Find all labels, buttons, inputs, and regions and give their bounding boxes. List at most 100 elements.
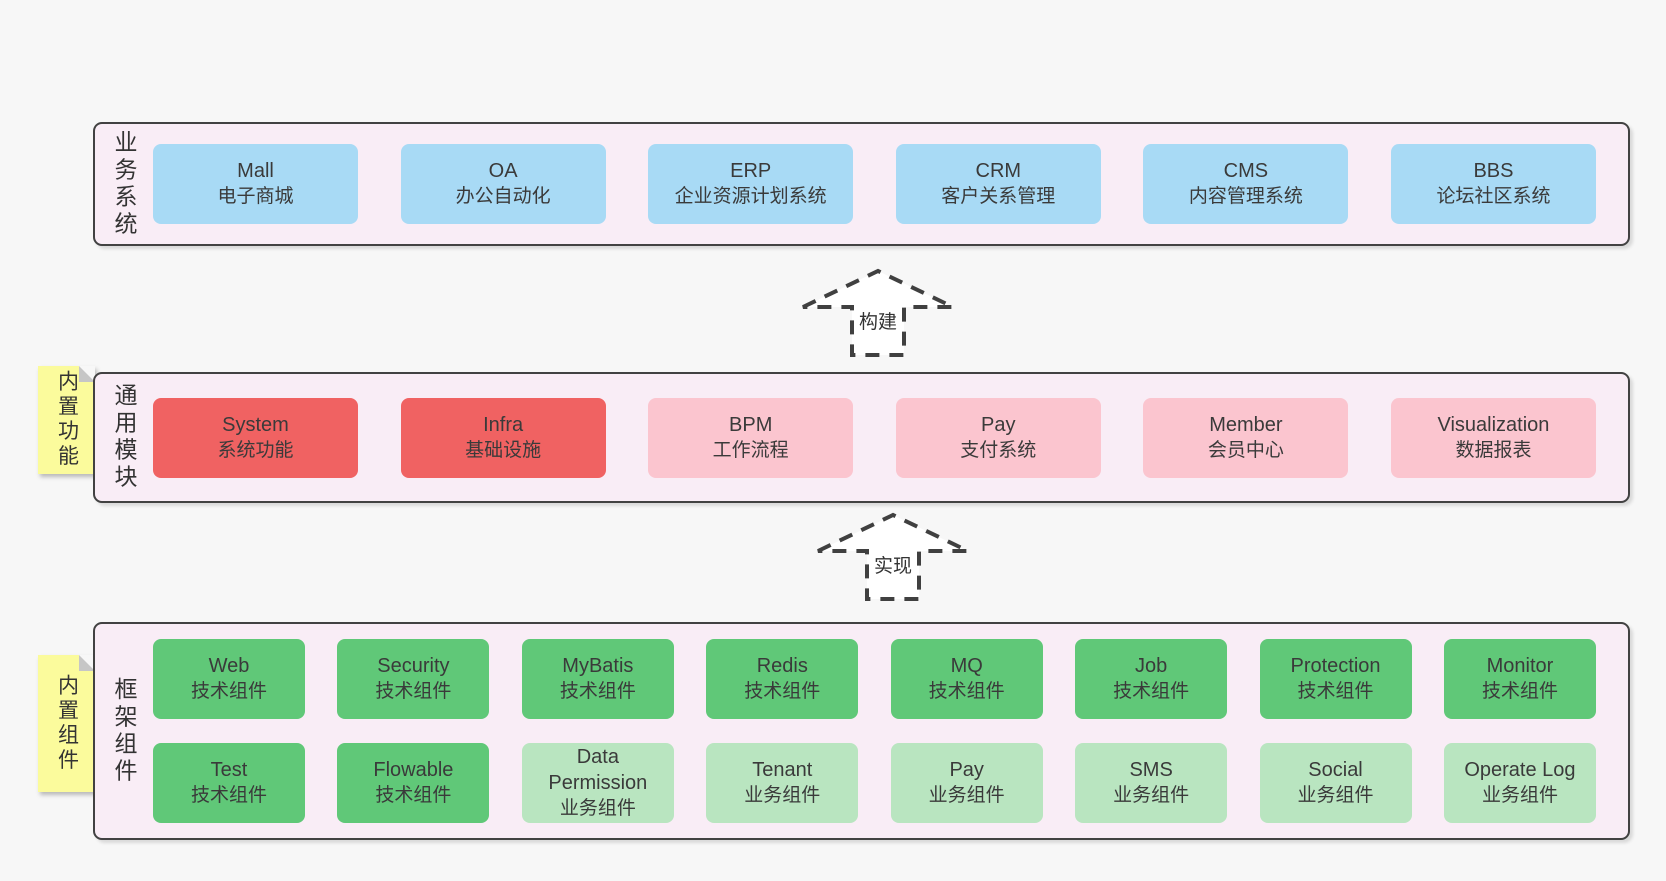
box-subtitle: 论坛社区系统 (1436, 186, 1551, 208)
box-subtitle: 电子商城 (217, 186, 294, 208)
box-subtitle: 技术组件 (744, 681, 821, 703)
note-folded-corner-icon (79, 366, 95, 382)
panel-label-text: 业务系统 (111, 129, 137, 239)
implement-arrow-icon: 实现 (813, 511, 973, 603)
framework-row-1: Web 技术组件 Security 技术组件 MyBatis 技术组件 Redi… (153, 639, 1596, 719)
box-subtitle: 技术组件 (1113, 681, 1190, 703)
box-subtitle: 业务组件 (1297, 785, 1374, 807)
box-subtitle: 数据报表 (1455, 439, 1532, 461)
build-arrow-label: 构建 (858, 312, 898, 333)
box-subtitle: 业务组件 (928, 785, 1005, 807)
box-subtitle: 技术组件 (375, 785, 452, 807)
box-subtitle: 会员中心 (1207, 439, 1284, 461)
box-title: SMS (1129, 759, 1173, 782)
box-title: Monitor (1486, 655, 1554, 678)
box-infra: Infra 基础设施 (400, 397, 606, 478)
box-title: Tenant (752, 759, 813, 782)
panel-business-systems: 业务系统 Mall 电子商城 OA 办公自动化 ERP 企业资源计划系统 CRM… (93, 122, 1630, 246)
box-subtitle: 业务组件 (1481, 785, 1558, 807)
box-title: BBS (1473, 160, 1514, 183)
box-subtitle: 业务组件 (744, 785, 821, 807)
box-title: Pay (949, 759, 984, 782)
box-sms: SMS 业务组件 (1075, 743, 1228, 823)
box-subtitle: 内容管理系统 (1188, 186, 1303, 208)
box-title: Mall (237, 160, 274, 183)
modules-boxes-row: System 系统功能 Infra 基础设施 BPM 工作流程 Pay 支付系统… (153, 374, 1628, 501)
box-monitor: Monitor 技术组件 (1443, 639, 1596, 719)
box-social: Social 业务组件 (1259, 743, 1412, 823)
box-title: Data Permission (548, 746, 648, 795)
box-flowable: Flowable 技术组件 (337, 743, 490, 823)
box-redis: Redis 技术组件 (706, 639, 859, 719)
panel-framework-components: 框架组件 Web 技术组件 Security 技术组件 MyBatis 技术组件… (93, 622, 1630, 840)
box-pay-component: Pay 业务组件 (890, 743, 1043, 823)
box-mall: Mall 电子商城 (153, 144, 358, 224)
implement-arrow-label: 实现 (873, 556, 913, 577)
note-label: 内置组件 (55, 673, 79, 774)
box-test: Test 技术组件 (153, 743, 305, 823)
box-title: Member (1209, 413, 1283, 436)
panel-label-modules: 通用模块 (95, 374, 153, 501)
box-bpm: BPM 工作流程 (648, 397, 854, 478)
sticky-note-builtin-functions: 内置功能 (38, 366, 95, 474)
box-tenant: Tenant 业务组件 (706, 743, 859, 823)
box-operate-log: Operate Log 业务组件 (1443, 743, 1596, 823)
box-visualization: Visualization 数据报表 (1390, 397, 1596, 478)
panel-label-text: 通用模块 (111, 383, 137, 492)
panel-label-text: 框架组件 (111, 676, 137, 786)
box-subtitle: 基础设施 (465, 439, 542, 461)
box-subtitle: 业务组件 (1113, 785, 1190, 807)
box-subtitle: 技术组件 (190, 681, 267, 703)
build-arrow-icon: 构建 (798, 267, 958, 359)
box-subtitle: 技术组件 (559, 681, 636, 703)
box-subtitle: 客户关系管理 (941, 186, 1056, 208)
box-title: System (222, 413, 289, 436)
box-subtitle: 技术组件 (1481, 681, 1558, 703)
box-subtitle: 技术组件 (1297, 681, 1374, 703)
box-web: Web 技术组件 (153, 639, 305, 719)
box-subtitle: 技术组件 (928, 681, 1005, 703)
box-title: Visualization (1437, 413, 1550, 436)
box-title: CMS (1223, 160, 1269, 183)
box-data-permission: Data Permission 业务组件 (521, 743, 674, 823)
box-subtitle: 业务组件 (559, 798, 636, 820)
box-subtitle: 技术组件 (190, 785, 267, 807)
framework-boxes-grid: Web 技术组件 Security 技术组件 MyBatis 技术组件 Redi… (153, 624, 1628, 838)
box-subtitle: 企业资源计划系统 (674, 186, 827, 208)
box-cms: CMS 内容管理系统 (1143, 144, 1349, 224)
box-title: MQ (950, 655, 983, 678)
box-oa: OA 办公自动化 (400, 144, 606, 224)
box-title: Infra (483, 413, 524, 436)
box-title: Security (377, 655, 450, 678)
box-title: Protection (1290, 655, 1381, 678)
box-title: Social (1308, 759, 1363, 782)
box-subtitle: 办公自动化 (455, 186, 551, 208)
box-title: ERP (730, 160, 772, 183)
business-boxes-row: Mall 电子商城 OA 办公自动化 ERP 企业资源计划系统 CRM 客户关系… (153, 124, 1628, 244)
box-title: Flowable (373, 759, 454, 782)
box-member: Member 会员中心 (1143, 397, 1349, 478)
box-title: Pay (981, 413, 1016, 436)
box-title: Test (210, 759, 248, 782)
box-pay-module: Pay 支付系统 (895, 397, 1101, 478)
box-title: MyBatis (562, 655, 634, 678)
box-title: BPM (729, 413, 773, 436)
box-title: Job (1134, 655, 1168, 678)
box-title: Web (208, 655, 250, 678)
box-subtitle: 技术组件 (375, 681, 452, 703)
note-folded-corner-icon (79, 655, 95, 671)
box-mq: MQ 技术组件 (890, 639, 1043, 719)
box-bbs: BBS 论坛社区系统 (1390, 144, 1596, 224)
box-security: Security 技术组件 (337, 639, 490, 719)
box-crm: CRM 客户关系管理 (895, 144, 1101, 224)
box-subtitle: 工作流程 (712, 439, 789, 461)
framework-row-2: Test 技术组件 Flowable 技术组件 Data Permission … (153, 743, 1596, 823)
panel-label-framework: 框架组件 (95, 624, 153, 838)
box-job: Job 技术组件 (1075, 639, 1228, 719)
box-title: Operate Log (1464, 759, 1576, 782)
sticky-note-builtin-components: 内置组件 (38, 655, 95, 792)
box-protection: Protection 技术组件 (1259, 639, 1412, 719)
box-subtitle: 系统功能 (217, 439, 294, 461)
panel-label-business: 业务系统 (95, 124, 153, 244)
